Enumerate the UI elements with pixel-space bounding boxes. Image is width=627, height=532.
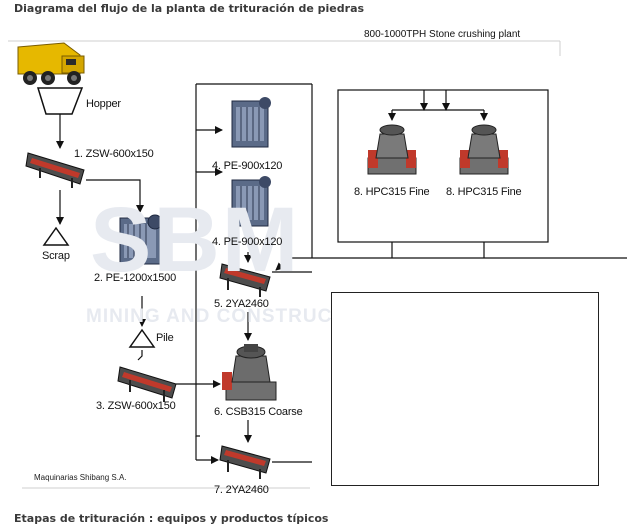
blank-panel (331, 292, 599, 486)
stock-pile-icon (128, 328, 156, 348)
label-scrap: Scrap (42, 250, 70, 262)
watermark-subtitle: MINING AND CONSTRUCTION (86, 306, 382, 327)
cone-crusher-8a-icon (367, 124, 417, 175)
vibrating-screen-7-icon (219, 445, 271, 479)
dump-truck-icon (17, 42, 85, 85)
label-pile: Pile (156, 332, 174, 344)
label-cone-crusher-8b: 8. HPC315 Fine (446, 186, 522, 198)
label-hopper: Hopper (86, 98, 121, 110)
page-title: Diagrama del flujo de la planta de tritu… (14, 2, 365, 15)
vibrating-feeder-1-icon (25, 152, 85, 188)
label-cone-crusher-6: 6. CSB315 Coarse (214, 406, 303, 418)
company-name: Maquinarias Shibang S.A. (34, 473, 127, 482)
label-feeder-3: 3. ZSW-600x150 (96, 400, 176, 412)
jaw-crusher-4b-icon (231, 176, 271, 227)
diagram-frame (8, 40, 561, 489)
vibrating-screen-5-icon (219, 263, 271, 297)
scrap-pile-icon (42, 226, 70, 246)
hopper-icon (36, 87, 84, 115)
capacity-label: 800-1000TPH Stone crushing plant (364, 29, 521, 40)
jaw-crusher-4a-icon (231, 97, 271, 148)
cone-crusher-8b-icon (459, 124, 509, 175)
label-feeder-1: 1. ZSW-600x150 (74, 148, 154, 160)
label-screen-5: 5. 2YA2460 (214, 298, 269, 310)
label-screen-7: 7. 2YA2460 (214, 484, 269, 496)
flow-lines (56, 83, 627, 464)
jaw-crusher-2-icon (119, 214, 163, 265)
vibrating-feeder-3-icon (117, 366, 177, 402)
label-cone-crusher-8a: 8. HPC315 Fine (354, 186, 430, 198)
label-jaw-crusher-4b: 4. PE-900x120 (212, 236, 283, 248)
cone-crusher-6-icon (222, 344, 277, 401)
section-heading: Etapas de trituración : equipos y produc… (14, 512, 329, 525)
label-jaw-crusher-2: 2. PE-1200x1500 (94, 272, 177, 284)
label-jaw-crusher-4a: 4. PE-900x120 (212, 160, 283, 172)
watermark-logo: SBM (90, 189, 301, 291)
